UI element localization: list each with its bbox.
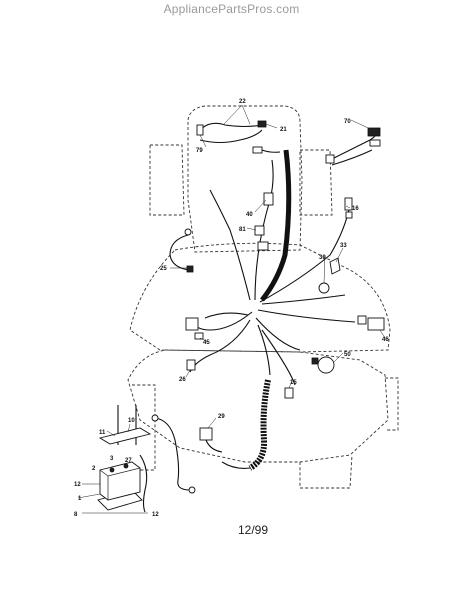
callout-79: 79 — [196, 148, 203, 154]
wire-25 — [169, 228, 194, 273]
component-50 — [311, 356, 335, 374]
callout-22: 22 — [239, 99, 246, 105]
callout-16: 16 — [352, 206, 359, 212]
callout-8: 8 — [74, 512, 78, 518]
callout-70: 70 — [344, 119, 351, 125]
site-watermark: AppliancePartsPros.com — [163, 2, 300, 16]
callout-27: 27 — [125, 458, 132, 464]
headlight-harness — [196, 120, 281, 154]
callout-30: 30 — [319, 255, 326, 261]
callout-15: 15 — [290, 380, 297, 386]
callout-21: 21 — [280, 127, 287, 133]
coiled-cable — [221, 379, 271, 471]
connector-16 — [344, 197, 353, 219]
callout-12-right: 12 — [152, 512, 159, 518]
component-29 — [199, 427, 223, 453]
component-30-33 — [318, 257, 341, 294]
callout-25: 25 — [160, 266, 167, 272]
callout-3: 3 — [110, 456, 114, 462]
component-15 — [284, 387, 294, 399]
callout-45: 45 — [203, 340, 210, 346]
callout-26: 26 — [179, 377, 186, 383]
callout-11: 11 — [99, 430, 106, 436]
callout-33: 33 — [340, 243, 347, 249]
callout-1: 1 — [78, 496, 82, 502]
callout-10: 10 — [128, 418, 135, 424]
connector-46 — [357, 315, 385, 331]
main-harness — [189, 149, 356, 386]
callout-12-left: 12 — [74, 482, 81, 488]
tractor-outline — [127, 105, 399, 489]
connector-70 — [325, 127, 381, 166]
callout-46: 46 — [382, 337, 389, 343]
callout-40: 40 — [246, 212, 253, 218]
switch-40-81 — [254, 192, 274, 251]
leader-lines — [77, 104, 386, 514]
revision-date: 12/99 — [238, 523, 269, 537]
callout-50: 50 — [344, 352, 351, 358]
callout-81: 81 — [239, 227, 246, 233]
battery — [99, 461, 141, 501]
callout-labels: 22 21 79 70 16 40 81 33 25 30 45 46 50 2… — [74, 99, 389, 518]
battery-bracket — [97, 427, 152, 511]
callout-29: 29 — [218, 414, 225, 420]
callout-2: 2 — [92, 466, 96, 472]
component-45 — [185, 317, 204, 340]
component-26 — [186, 359, 196, 371]
